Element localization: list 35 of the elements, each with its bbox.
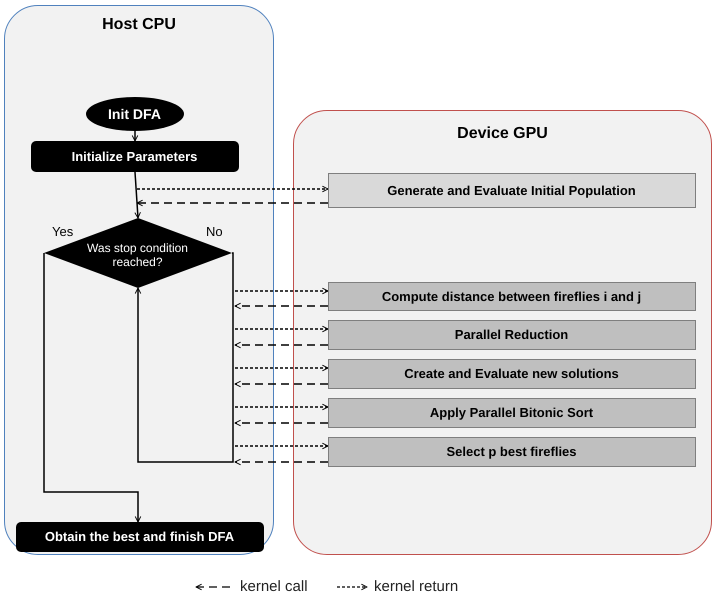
process-box: Initialize Parameters: [30, 140, 238, 172]
arrow: [134, 172, 141, 218]
arrow: [234, 380, 328, 388]
legend-label: kernel return: [374, 578, 458, 595]
arrow: [43, 253, 142, 522]
panel: [293, 110, 712, 555]
arrow: [132, 131, 138, 142]
arrow: [134, 252, 234, 463]
arrow: [235, 288, 328, 294]
kernel-box: Create and Evaluate new solutions: [328, 358, 696, 388]
arrow: [234, 342, 328, 348]
arrow: [137, 186, 328, 192]
legend-label: kernel call: [240, 578, 308, 595]
arrow: [235, 442, 328, 450]
arrow: [234, 302, 328, 310]
arrow: [234, 420, 328, 426]
start-terminal: Init DFA: [86, 96, 184, 130]
kernel-box: Generate and Evaluate Initial Population: [328, 172, 696, 208]
panel-title: Host CPU: [102, 16, 176, 34]
decision-diamond: [44, 218, 232, 288]
kernel-box: Select p best fireflies: [328, 436, 696, 466]
kernel-box: Apply Parallel Bitonic Sort: [328, 398, 696, 428]
arrow: [234, 458, 328, 466]
panel: [4, 5, 274, 555]
kernel-box: Parallel Reduction: [328, 320, 696, 350]
process-box: Obtain the best and finish DFA: [16, 522, 264, 552]
arrow: [235, 326, 328, 332]
arrow: [136, 200, 328, 206]
decision-text: Was stop condition reached?: [86, 240, 189, 268]
kernel-box: Compute distance between fireflies i and j: [328, 282, 696, 310]
edge-label: Yes: [52, 224, 74, 239]
arrow: [235, 364, 328, 372]
panel-title: Device GPU: [457, 125, 548, 143]
arrow: [235, 404, 328, 410]
edge-label: No: [206, 224, 223, 239]
